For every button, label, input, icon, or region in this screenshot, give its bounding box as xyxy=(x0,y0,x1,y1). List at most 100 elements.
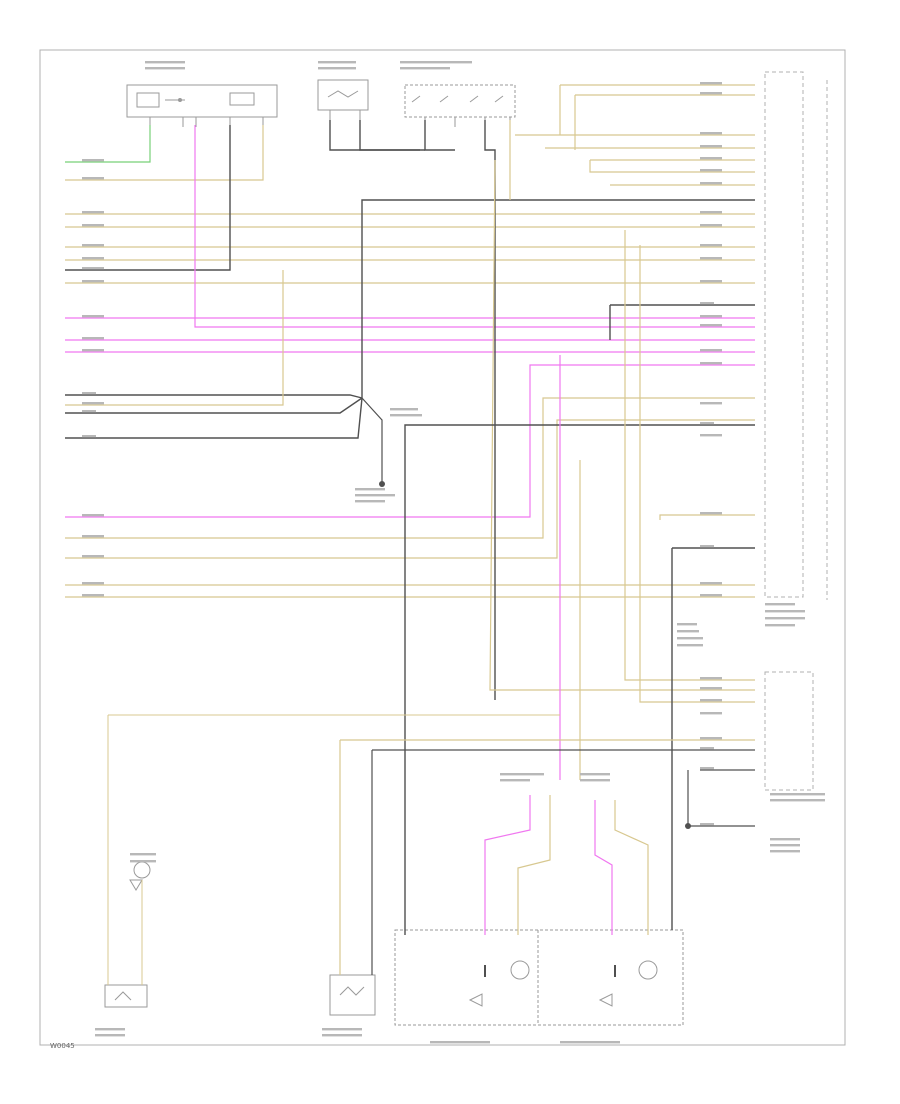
label-mark-53 xyxy=(145,61,185,64)
label-mark-13 xyxy=(82,402,104,405)
label-mark-64 xyxy=(130,860,156,863)
label-mark-72 xyxy=(765,610,805,613)
label-mark-55 xyxy=(318,61,356,64)
wire-19 xyxy=(65,364,755,518)
label-mark-84 xyxy=(355,500,385,503)
label-mark-43 xyxy=(700,582,722,585)
label-mark-63 xyxy=(130,853,156,856)
top-component-left xyxy=(126,84,278,127)
wire-58 xyxy=(517,795,551,935)
page-frame xyxy=(39,49,846,1046)
label-mark-82 xyxy=(355,488,385,491)
label-mark-74 xyxy=(765,624,795,627)
label-mark-45 xyxy=(700,677,722,680)
label-mark-33 xyxy=(700,302,714,305)
wire-44 xyxy=(639,245,755,703)
wire-7 xyxy=(65,125,231,271)
wire-59 xyxy=(594,800,613,935)
label-mark-22 xyxy=(700,92,722,95)
label-mark-44 xyxy=(700,594,722,597)
wire-33 xyxy=(329,120,420,151)
wire-10 xyxy=(194,125,755,328)
label-mark-85 xyxy=(677,623,697,626)
wire-13 xyxy=(65,394,363,399)
wire-2 xyxy=(65,125,264,181)
label-mark-78 xyxy=(770,844,800,847)
label-mark-79 xyxy=(770,850,800,853)
wire-62 xyxy=(687,770,755,827)
corner-code: W0045 xyxy=(50,1042,75,1050)
label-mark-49 xyxy=(700,737,722,740)
wire-15 xyxy=(65,397,363,414)
label-mark-75 xyxy=(770,793,825,796)
label-mark-67 xyxy=(322,1028,362,1031)
label-mark-40 xyxy=(700,434,722,437)
right-lower-connector xyxy=(764,671,814,791)
wire-21 xyxy=(65,419,755,559)
label-mark-8 xyxy=(82,280,104,283)
label-mark-5 xyxy=(82,244,104,247)
label-mark-81 xyxy=(390,414,422,417)
label-mark-60 xyxy=(500,779,530,782)
wire-36 xyxy=(484,120,496,700)
label-mark-52 xyxy=(700,823,714,826)
label-mark-87 xyxy=(677,637,703,640)
wire-17 xyxy=(361,199,755,398)
label-mark-69 xyxy=(430,1041,490,1044)
label-mark-66 xyxy=(95,1034,125,1037)
right-module-connector xyxy=(764,71,804,598)
wire-16 xyxy=(65,397,363,439)
label-mark-37 xyxy=(700,362,722,365)
label-mark-18 xyxy=(82,555,104,558)
label-mark-32 xyxy=(700,280,722,283)
label-mark-83 xyxy=(355,494,395,497)
top-component-middle xyxy=(317,79,369,122)
label-mark-9 xyxy=(82,315,104,318)
label-mark-14 xyxy=(82,410,96,413)
label-mark-57 xyxy=(400,61,472,64)
wire-35 xyxy=(424,120,455,151)
label-mark-24 xyxy=(700,145,722,148)
label-mark-70 xyxy=(560,1041,620,1044)
label-mark-38 xyxy=(700,402,722,405)
label-mark-76 xyxy=(770,799,825,802)
label-mark-10 xyxy=(82,337,104,340)
label-mark-65 xyxy=(95,1028,125,1031)
wire-1 xyxy=(65,125,151,163)
wire-20 xyxy=(65,397,755,539)
label-mark-19 xyxy=(82,582,104,585)
label-mark-1 xyxy=(82,159,104,162)
label-mark-68 xyxy=(322,1034,362,1037)
label-mark-26 xyxy=(700,169,722,172)
label-mark-16 xyxy=(82,514,104,517)
label-mark-36 xyxy=(700,349,722,352)
label-marks xyxy=(82,61,825,1044)
bottom-right-unit xyxy=(394,929,684,1026)
ground-symbol-1 xyxy=(379,481,385,487)
wire-41 xyxy=(404,424,755,430)
label-mark-88 xyxy=(677,644,703,647)
label-mark-11 xyxy=(82,349,104,352)
label-mark-7 xyxy=(82,267,104,270)
label-mark-17 xyxy=(82,535,104,538)
label-mark-86 xyxy=(677,630,699,633)
label-mark-62 xyxy=(580,779,610,782)
label-mark-23 xyxy=(700,132,722,135)
label-mark-25 xyxy=(700,157,722,160)
wire-layer xyxy=(65,84,755,985)
label-mark-73 xyxy=(765,617,805,620)
label-mark-46 xyxy=(700,687,722,690)
label-mark-59 xyxy=(500,773,544,776)
label-mark-56 xyxy=(318,67,356,70)
wire-34 xyxy=(359,120,425,151)
label-mark-4 xyxy=(82,224,104,227)
wire-37 xyxy=(489,159,755,691)
label-mark-51 xyxy=(700,767,714,770)
label-mark-31 xyxy=(700,257,722,260)
label-mark-48 xyxy=(700,712,722,715)
label-mark-12 xyxy=(82,392,96,395)
label-mark-47 xyxy=(700,699,722,702)
wire-31 xyxy=(589,160,755,173)
